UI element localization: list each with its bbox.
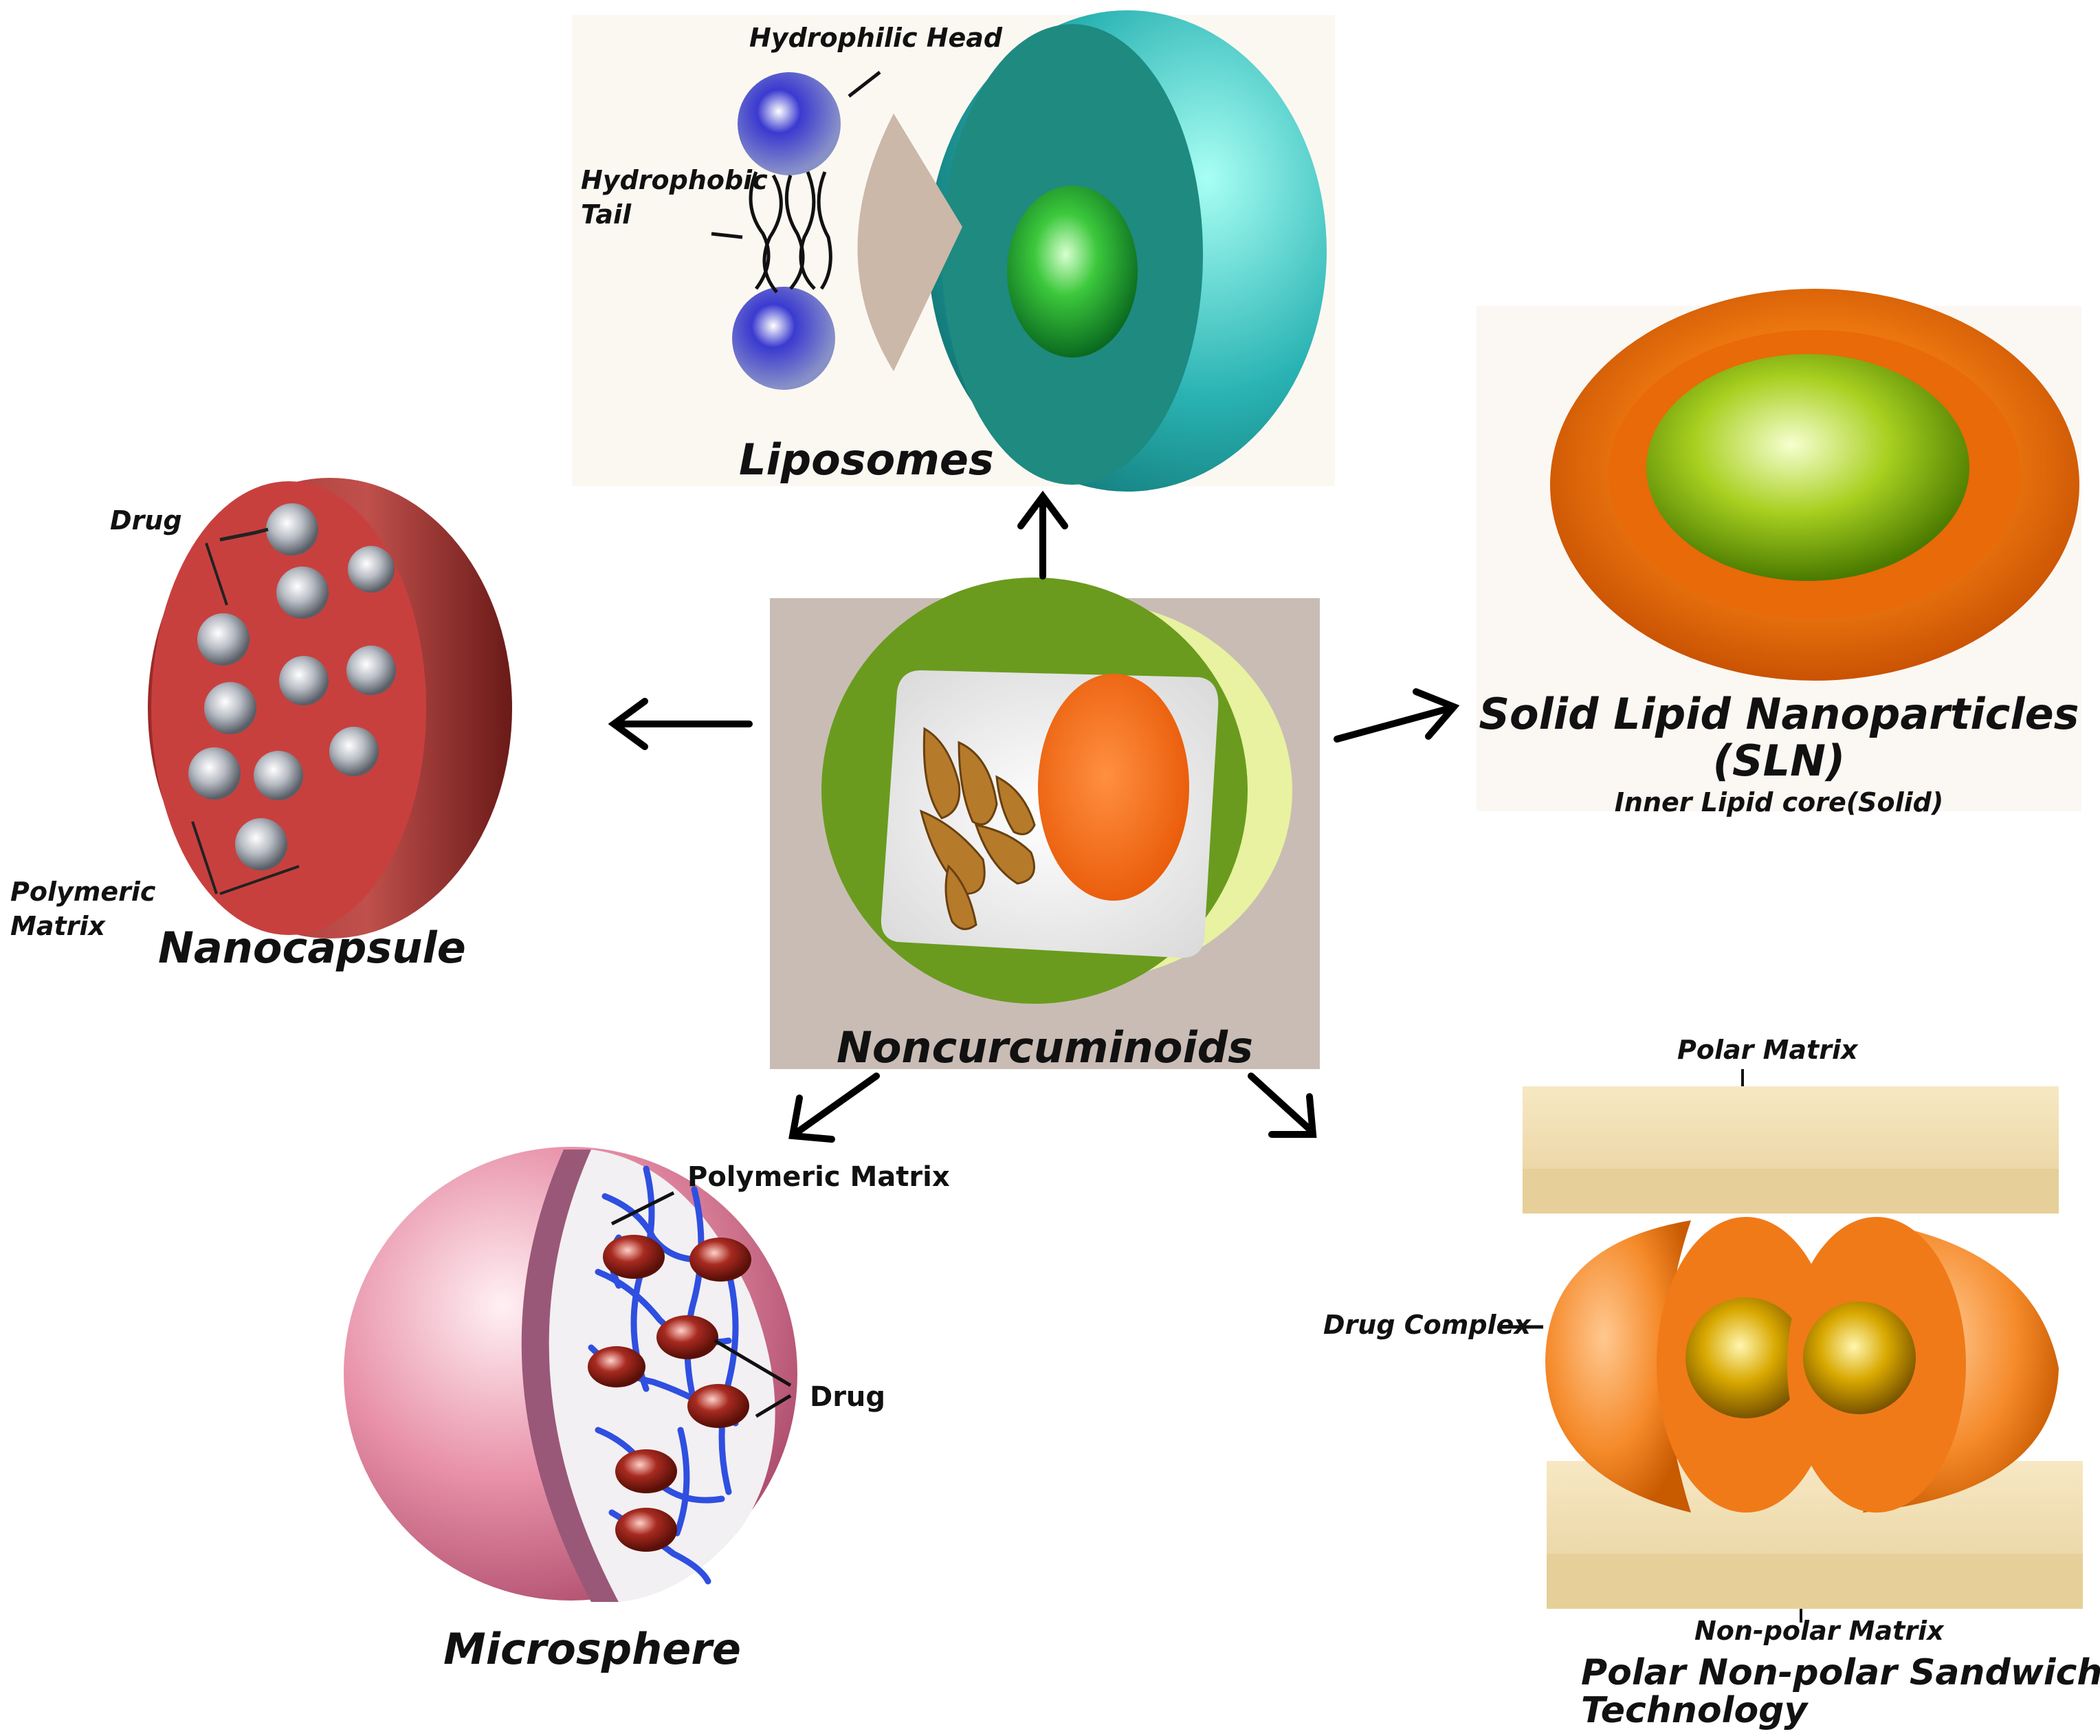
microsphere-drug-particles <box>588 1235 751 1552</box>
drug-particle <box>348 546 395 593</box>
microsphere-title: Microsphere <box>443 1624 741 1674</box>
sandwich-title-line2: Technology <box>1581 1690 1809 1731</box>
sln-panel: Solid Lipid Nanoparticles (SLN) Inner Li… <box>1477 289 2081 817</box>
microsphere-drug-label: Drug <box>810 1381 885 1413</box>
sln-title-line2: (SLN) <box>1713 736 1846 786</box>
nanocapsule-cut-face <box>151 481 426 935</box>
hydrophobic-tails <box>749 171 832 294</box>
hydrophilic-head-top <box>738 72 841 175</box>
nanocapsule-drug-label: Drug <box>110 505 182 536</box>
nanocapsule-matrix-label-line2: Matrix <box>10 911 106 941</box>
drug-particle <box>276 567 329 619</box>
sandwich-title-line1: Polar Non-polar Sandwich <box>1581 1652 2100 1693</box>
arrow-to-nanocapsule <box>608 698 753 750</box>
nanocapsule-drug-particles <box>188 503 396 870</box>
hydrophilic-head-bottom <box>732 287 835 390</box>
drug-particle <box>279 656 329 705</box>
sln-title-line1: Solid Lipid Nanoparticles <box>1479 689 2079 739</box>
sandwich-left-hemisphere <box>1545 1220 1691 1513</box>
drug-particle <box>656 1315 718 1359</box>
microsphere-shell-rim <box>521 1150 619 1602</box>
drug-particle <box>615 1449 677 1493</box>
drug-particle <box>346 646 396 695</box>
drug-particle <box>615 1508 677 1552</box>
polar-matrix-label: Polar Matrix <box>1677 1035 1859 1065</box>
sandwich-left-core <box>1685 1297 1806 1418</box>
sln-inner-core <box>1646 354 1969 581</box>
arrows <box>608 490 1460 1143</box>
drug-particle <box>603 1235 665 1279</box>
drug-complex-label: Drug Complex <box>1323 1310 1532 1340</box>
drug-particle <box>687 1384 749 1428</box>
bilayer-cone <box>857 113 962 371</box>
microsphere-panel: Polymeric Matrix Drug Microsphere <box>344 1147 950 1674</box>
turmeric-roots <box>919 727 1036 930</box>
arrow-to-liposomes <box>1017 490 1068 580</box>
hydrophilic-head-label: Hydrophilic Head <box>749 23 1003 53</box>
nanocapsule-title: Nanocapsule <box>158 923 466 973</box>
drug-particle <box>235 818 287 870</box>
drug-particle <box>197 613 250 666</box>
drug-particle <box>204 682 256 734</box>
microsphere-matrix-label: Polymeric Matrix <box>687 1161 950 1193</box>
turmeric-powder <box>1038 674 1189 901</box>
drug-particle <box>254 751 303 800</box>
nanocapsule-panel: Drug Polymeric Matrix Nanocapsule <box>10 478 512 973</box>
drug-particle <box>188 747 241 800</box>
sln-caption: Inner Lipid core(Solid) <box>1615 787 1944 817</box>
drug-particle <box>266 503 318 556</box>
hydrophobic-tail-label-line1: Hydrophobic <box>581 165 768 195</box>
arrow-to-sln <box>1334 688 1460 743</box>
nanocapsule-matrix-label-line1: Polymeric <box>10 877 156 907</box>
liposomes-panel: Hydrophilic Head Hydrophobic Tail Liposo… <box>572 10 1335 492</box>
drug-particle <box>329 727 379 776</box>
sandwich-panel: Polar Matrix Drug Complex Non-polar Matr… <box>1323 1035 2100 1731</box>
center-label: Noncurcuminoids <box>837 1022 1253 1073</box>
nonpolar-matrix-label: Non-polar Matrix <box>1694 1616 1945 1646</box>
drug-particle <box>588 1346 645 1387</box>
hydrophobic-tail-label-line2: Tail <box>581 199 632 230</box>
center-panel: Noncurcuminoids <box>770 578 1320 1073</box>
arrow-to-sandwich <box>1248 1073 1317 1138</box>
sandwich-right-core <box>1803 1301 1916 1414</box>
liposomes-title: Liposomes <box>739 435 994 485</box>
liposome-core <box>1007 186 1138 358</box>
arrow-to-microsphere <box>788 1073 880 1143</box>
drug-particle <box>689 1238 751 1282</box>
